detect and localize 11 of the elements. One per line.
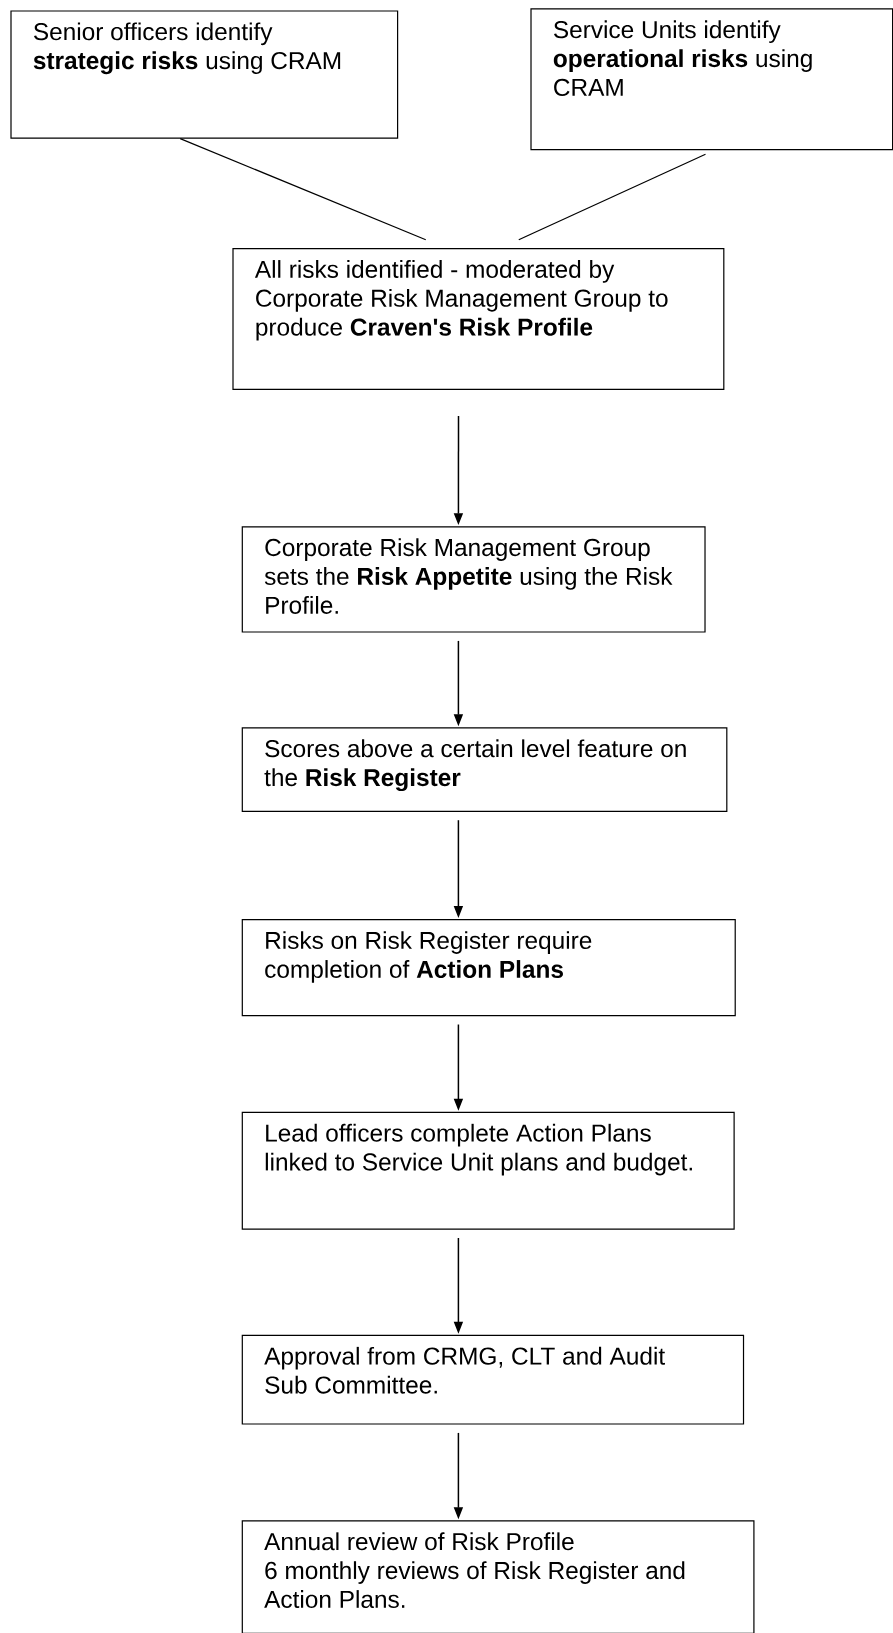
connector-line [179, 138, 427, 241]
process-box: Approval from CRMG, CLT and Audit Sub Committee. [241, 1334, 745, 1425]
process-box: Service Units identify operational risks using CRAM [530, 8, 893, 151]
process-box: Risks on Risk Register require completion of Action Plans [241, 919, 736, 1017]
process-box: Lead officers complete Action Plans linked to Service Unit plans and budget. [241, 1111, 735, 1230]
process-box: Annual review of Risk Profile 6 monthly reviews of Risk Register and Action Plans. [241, 1520, 755, 1633]
process-box: Senior officers identify strategic risks using CRAM [10, 10, 399, 139]
process-box: Scores above a certain level feature on the Risk Register [241, 727, 728, 812]
process-box: Corporate Risk Management Group sets the Risk Appetite using the Risk Profile. [241, 526, 706, 633]
connector-line [518, 153, 707, 241]
process-box: All risks identified - moderated by Corporate Risk Management Group to produce Craven's Risk Profile [232, 248, 725, 390]
